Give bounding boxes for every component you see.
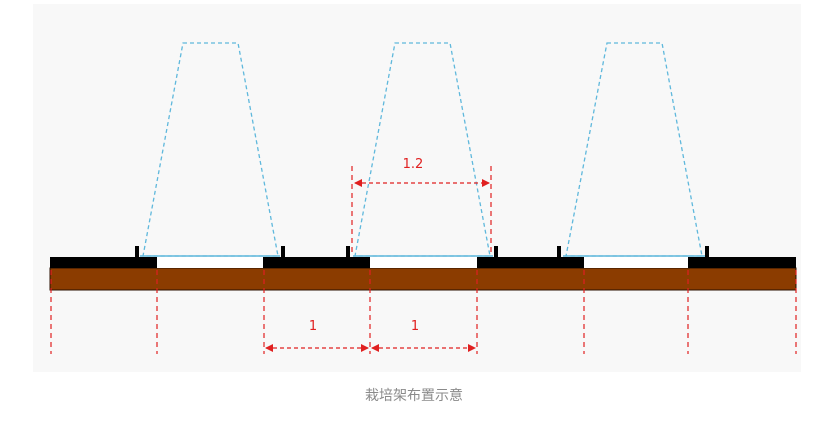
rail-segment bbox=[263, 257, 370, 268]
rack-posts bbox=[135, 246, 709, 258]
rail-bed bbox=[50, 255, 796, 268]
post bbox=[281, 246, 285, 258]
plate bbox=[584, 257, 688, 268]
dimension-label-bottom-right: 1 bbox=[411, 319, 419, 334]
rail-segment bbox=[477, 257, 584, 268]
rail-segment bbox=[50, 257, 157, 268]
dimension-label-bottom-left: 1 bbox=[309, 319, 317, 334]
rail-segment bbox=[688, 257, 796, 268]
figure-caption: 栽培架布置示意 bbox=[365, 388, 463, 404]
post bbox=[135, 246, 139, 258]
dimension-label-top: 1.2 bbox=[403, 157, 424, 172]
post bbox=[494, 246, 498, 258]
guide-lines bbox=[50, 166, 797, 354]
rack-frame-1 bbox=[142, 42, 279, 257]
plate bbox=[157, 257, 263, 268]
rack-frame-3 bbox=[565, 42, 703, 257]
plate bbox=[370, 257, 477, 268]
diagram-panel bbox=[33, 4, 801, 372]
post bbox=[557, 246, 561, 258]
post bbox=[705, 246, 709, 258]
soil-layer bbox=[49, 267, 797, 291]
post bbox=[346, 246, 350, 258]
